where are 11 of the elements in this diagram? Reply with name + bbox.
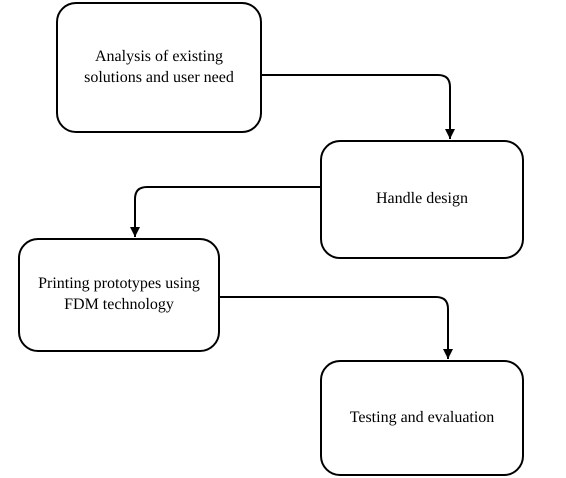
arrow xyxy=(130,186,320,237)
process-box xyxy=(320,360,524,476)
process-box xyxy=(18,238,220,352)
process-box xyxy=(320,140,524,259)
box-label: Printing prototypes using FDM technology xyxy=(37,274,201,315)
process-box xyxy=(56,2,262,133)
arrow xyxy=(220,296,453,359)
box-label: Analysis of existing solutions and user need xyxy=(83,46,235,88)
box-label: Testing and evaluation xyxy=(350,408,494,428)
arrow xyxy=(262,74,455,139)
box-label: Handle design xyxy=(376,189,468,210)
